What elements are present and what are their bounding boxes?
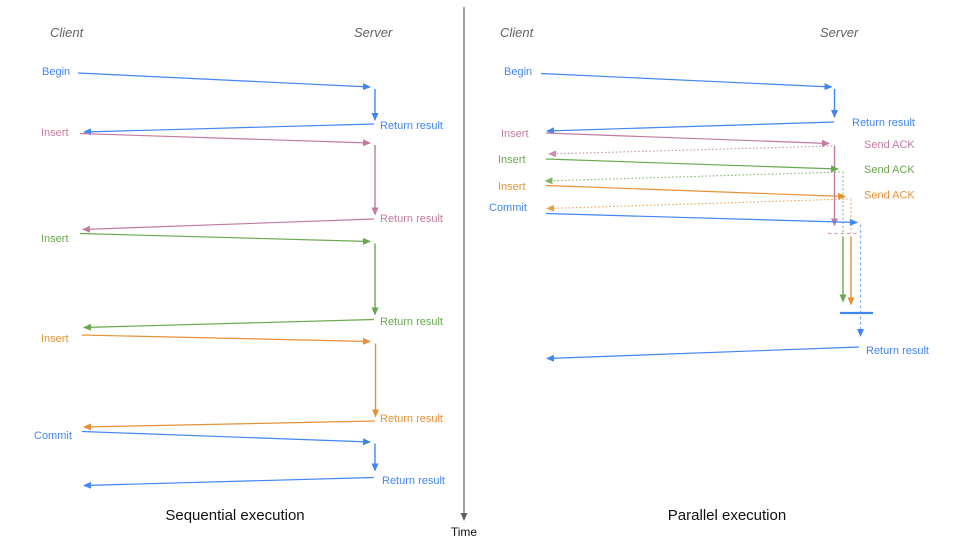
par-begin-return-label: Return result bbox=[852, 117, 915, 129]
par-insert2-label: Insert bbox=[498, 154, 526, 166]
par-insert3-label: Insert bbox=[498, 181, 526, 193]
seq-commit-request-arrow bbox=[81, 430, 371, 446]
seq-insert3-label: Insert bbox=[41, 333, 69, 345]
par-commit-request-arrow bbox=[545, 212, 858, 226]
seq-insert2-return-label: Return result bbox=[380, 316, 443, 328]
seq-insert2-label: Insert bbox=[41, 233, 69, 245]
seq-begin-return-label: Return result bbox=[380, 120, 443, 132]
sequential-title: Sequential execution bbox=[165, 507, 304, 524]
par-final-return-label: Return result bbox=[866, 345, 929, 357]
par-insert2-request-arrow bbox=[545, 158, 839, 173]
seq-commit-response-arrow bbox=[83, 476, 375, 489]
par-begin-request-arrow bbox=[540, 72, 833, 91]
par-final-response-arrow bbox=[546, 346, 860, 362]
seq-server-header: Server bbox=[354, 25, 393, 40]
par-insert2-ack-arrow bbox=[544, 171, 841, 185]
seq-insert3-return-label: Return result bbox=[380, 413, 443, 425]
par-insert3-request-arrow bbox=[545, 184, 846, 200]
seq-insert1-response-arrow bbox=[82, 218, 375, 233]
time-axis-label: Time bbox=[451, 525, 478, 539]
time-axis: Time bbox=[451, 7, 478, 539]
par-client-header: Client bbox=[500, 25, 535, 40]
parallel-title: Parallel execution bbox=[668, 507, 786, 524]
par-insert2-ack-label: Send ACK bbox=[864, 164, 915, 176]
seq-insert2-response-arrow bbox=[83, 318, 375, 331]
parallel-panel: Client Server Begin Return result Insert… bbox=[489, 25, 929, 524]
par-insert3-ack-label: Send ACK bbox=[864, 190, 915, 202]
par-insert1-ack-arrow bbox=[548, 145, 833, 158]
seq-insert1-return-label: Return result bbox=[380, 213, 443, 225]
seq-commit-label: Commit bbox=[34, 430, 72, 442]
sequential-panel: Client Server Begin Return result Insert… bbox=[34, 25, 445, 524]
par-begin-label: Begin bbox=[504, 66, 532, 78]
par-server-header: Server bbox=[820, 25, 859, 40]
par-begin-response-arrow bbox=[546, 121, 835, 135]
seq-begin-label: Begin bbox=[42, 66, 70, 78]
par-insert1-ack-label: Send ACK bbox=[864, 139, 915, 151]
seq-insert1-label: Insert bbox=[41, 127, 69, 139]
seq-insert1-request-arrow bbox=[79, 132, 371, 147]
seq-insert3-request-arrow bbox=[81, 334, 371, 345]
seq-insert2-request-arrow bbox=[79, 232, 371, 245]
par-commit-label: Commit bbox=[489, 202, 527, 214]
seq-client-header: Client bbox=[50, 25, 85, 40]
seq-insert3-response-arrow bbox=[83, 420, 376, 431]
seq-commit-return-label: Return result bbox=[382, 475, 445, 487]
par-insert1-label: Insert bbox=[501, 128, 529, 140]
par-insert3-ack-arrow bbox=[546, 198, 848, 212]
seq-begin-request-arrow bbox=[77, 72, 371, 91]
par-insert1-request-arrow bbox=[545, 132, 830, 147]
seq-begin-response-arrow bbox=[83, 123, 375, 136]
